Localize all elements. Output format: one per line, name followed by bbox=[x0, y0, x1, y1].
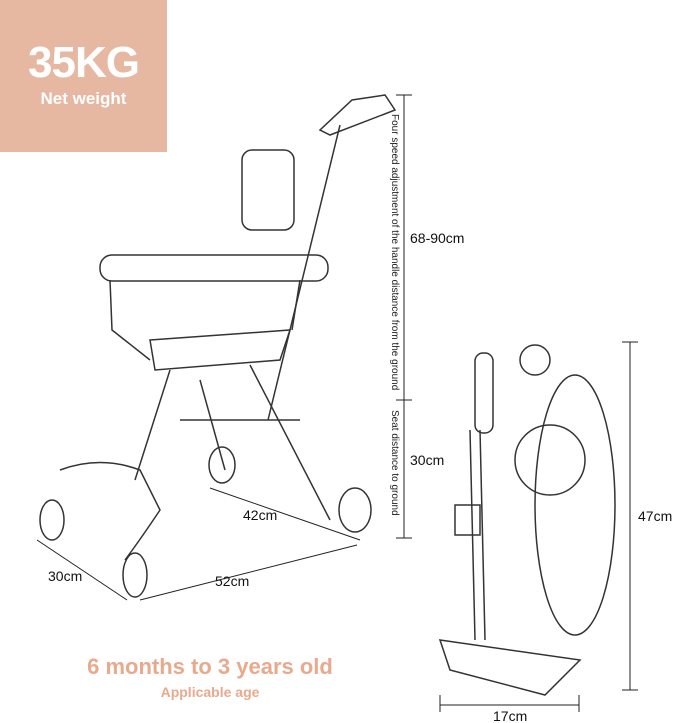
seat-height-label: 30cm bbox=[410, 452, 445, 468]
width-label: 30cm bbox=[48, 568, 83, 584]
unfolded-stroller-drawing bbox=[39, 94, 397, 598]
folded-height-label: 47cm bbox=[638, 508, 673, 524]
net-weight-badge: 35KG Net weight bbox=[0, 0, 167, 152]
age-range: 6 months to 3 years old bbox=[87, 654, 333, 679]
seat-note: Seat distance to ground bbox=[389, 410, 400, 516]
dimension-lines bbox=[36, 94, 638, 712]
folded-width-label: 17cm bbox=[493, 708, 528, 723]
handle-height-label: 68-90cm bbox=[410, 230, 465, 246]
length-label: 52cm bbox=[215, 573, 250, 589]
handle-note: Four speed adjustment of the handle dist… bbox=[389, 114, 400, 391]
folded-stroller-drawing bbox=[438, 344, 616, 696]
weight-value: 35KG bbox=[28, 38, 140, 87]
age-label: Applicable age bbox=[160, 684, 260, 700]
rear-wheelbase-label: 42cm bbox=[243, 507, 278, 523]
weight-label: Net weight bbox=[40, 89, 127, 108]
